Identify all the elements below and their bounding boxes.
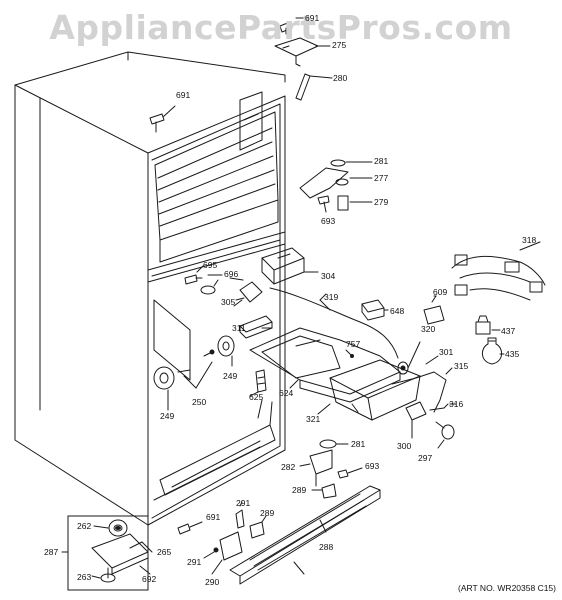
label-part-691-left: 691 xyxy=(176,90,191,100)
label-part-290: 290 xyxy=(205,577,220,587)
watermark-text: AppliancePartsPros.com xyxy=(49,8,513,47)
component-437 xyxy=(475,315,491,335)
label-part-304: 304 xyxy=(321,271,336,281)
part-648 xyxy=(361,299,389,321)
label-part-249-lower: 249 xyxy=(160,411,175,421)
label-part-757: 757 xyxy=(346,339,361,349)
label-part-262: 262 xyxy=(77,521,92,531)
label-part-695: 695 xyxy=(203,260,218,270)
label-part-692: 692 xyxy=(142,574,157,584)
label-part-696: 696 xyxy=(224,269,239,279)
ice-bucket-321 xyxy=(329,359,421,421)
cap-281 xyxy=(319,439,349,449)
label-part-320: 320 xyxy=(421,324,436,334)
label-part-301: 301 xyxy=(439,347,454,357)
label-part-291-upper: 291 xyxy=(236,498,251,508)
label-part-289-lower: 289 xyxy=(260,508,275,518)
label-part-319: 319 xyxy=(324,292,339,302)
screw-693-bottom xyxy=(337,467,363,479)
clip-289-upper xyxy=(311,483,337,499)
art-number: (ART NO. WR20358 C15) xyxy=(458,583,556,593)
screw-691-bottom xyxy=(177,521,203,535)
label-part-265: 265 xyxy=(157,547,172,557)
label-part-287: 287 xyxy=(44,547,59,557)
part-300 xyxy=(405,401,427,439)
roller-assembly-287 xyxy=(61,515,153,591)
screw-691-left xyxy=(149,105,176,133)
part-316 xyxy=(429,403,449,411)
part-291-upper xyxy=(235,501,245,529)
part-290 xyxy=(211,531,243,575)
screw-693-top xyxy=(317,195,330,213)
label-part-288: 288 xyxy=(319,542,334,552)
label-part-249-upper: 249 xyxy=(223,371,238,381)
dispenser-housing-624 xyxy=(249,327,401,403)
part-305 xyxy=(233,281,263,307)
fresh-food-interior xyxy=(153,299,276,501)
label-part-609: 609 xyxy=(433,287,448,297)
wiring-harness-318 xyxy=(451,241,546,301)
part-304 xyxy=(261,247,319,285)
label-part-281-bottom: 281 xyxy=(351,439,366,449)
label-part-300: 300 xyxy=(397,441,412,451)
label-part-277: 277 xyxy=(374,173,389,183)
label-part-624: 624 xyxy=(279,388,294,398)
label-part-316: 316 xyxy=(449,399,464,409)
tube-280 xyxy=(295,73,311,101)
label-part-311: 311 xyxy=(232,323,246,333)
label-part-275: 275 xyxy=(332,40,347,50)
part-249-upper xyxy=(217,335,235,367)
label-part-297: 297 xyxy=(418,453,433,463)
label-part-289-upper: 289 xyxy=(292,485,307,495)
label-part-435: 435 xyxy=(505,349,520,359)
feeler-arm-315 xyxy=(391,371,447,413)
part-249-lower xyxy=(153,366,175,411)
label-part-250: 250 xyxy=(192,397,207,407)
part-297 xyxy=(435,421,455,449)
label-part-280: 280 xyxy=(333,73,348,83)
light-bulb-435 xyxy=(482,337,502,365)
label-part-321: 321 xyxy=(306,414,321,424)
bracket-282 xyxy=(299,449,333,487)
screw-625 xyxy=(249,369,267,397)
screw-695 xyxy=(184,265,204,285)
label-part-263: 263 xyxy=(77,572,92,582)
label-part-648: 648 xyxy=(390,306,405,316)
screw-691-top xyxy=(279,21,293,35)
freezer-back-panel xyxy=(154,91,279,263)
label-part-693-top: 693 xyxy=(321,216,336,226)
grille-288 xyxy=(229,485,381,585)
screws-250 xyxy=(177,349,215,389)
part-609 xyxy=(423,295,445,325)
label-part-625: 625 xyxy=(249,392,264,402)
label-part-318: 318 xyxy=(522,235,537,245)
clip-289-lower xyxy=(249,515,267,539)
label-part-281-top: 281 xyxy=(374,156,389,166)
label-part-282: 282 xyxy=(281,462,296,472)
refrigerator-cabinet xyxy=(14,51,286,526)
part-311 xyxy=(239,315,273,339)
label-part-693-bottom: 693 xyxy=(365,461,380,471)
label-part-279: 279 xyxy=(374,197,389,207)
label-part-291-lower: 291 xyxy=(187,557,202,567)
bracket-assembly-277 xyxy=(299,159,373,211)
label-part-305: 305 xyxy=(221,297,236,307)
label-part-691-top: 691 xyxy=(305,13,320,23)
clip-696 xyxy=(200,279,219,295)
cable-319 xyxy=(269,287,399,359)
label-part-315: 315 xyxy=(454,361,469,371)
label-part-437: 437 xyxy=(501,326,516,336)
label-part-691-bottom: 691 xyxy=(206,512,221,522)
